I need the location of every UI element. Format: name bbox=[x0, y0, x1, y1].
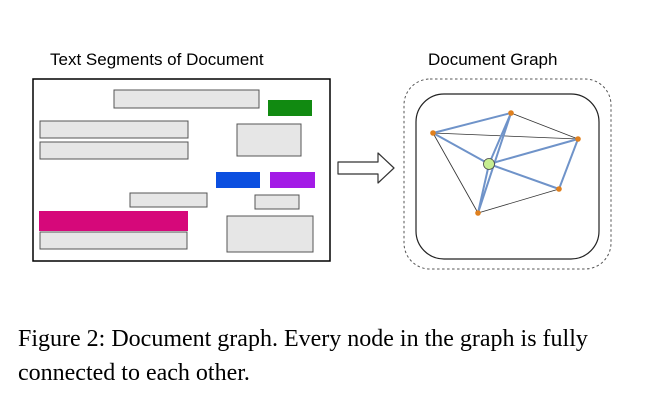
text-segment bbox=[113, 89, 260, 109]
text-segment bbox=[39, 120, 189, 139]
graph-node bbox=[508, 110, 514, 116]
right-arrow-icon bbox=[337, 152, 395, 184]
graph-center-node bbox=[483, 158, 495, 170]
colored-segment-green bbox=[268, 100, 312, 116]
graph-edge-strong bbox=[558, 138, 579, 190]
graph-edge bbox=[477, 188, 560, 214]
colored-segment-purple bbox=[270, 172, 315, 188]
text-segment bbox=[226, 215, 314, 253]
graph-node bbox=[556, 186, 562, 192]
text-segment bbox=[236, 123, 302, 157]
graph-nodes bbox=[430, 110, 581, 216]
text-segment bbox=[129, 192, 208, 208]
graph-edge-strong bbox=[488, 163, 560, 190]
text-segments-title: Text Segments of Document bbox=[50, 50, 264, 69]
text-segment bbox=[254, 194, 300, 210]
document-graph-title: Document Graph bbox=[428, 50, 558, 69]
text-segment bbox=[39, 231, 188, 250]
graph-node bbox=[575, 136, 581, 142]
graph-edge bbox=[510, 112, 579, 140]
graph-edge bbox=[432, 132, 479, 214]
graph-edge-strong bbox=[432, 112, 512, 134]
graph-edge bbox=[432, 132, 579, 140]
colored-segment-blue bbox=[216, 172, 260, 188]
figure-caption: Figure 2: Document graph. Every node in … bbox=[18, 326, 588, 386]
graph-edge-strong bbox=[488, 138, 579, 165]
graph-node bbox=[430, 130, 436, 136]
graph-inner-frame bbox=[415, 93, 600, 260]
graph-edge-strong bbox=[432, 132, 490, 165]
colored-segment-magenta bbox=[39, 211, 188, 231]
graph-node bbox=[475, 210, 481, 216]
graph-outer-dashed-frame bbox=[403, 78, 612, 270]
text-segment bbox=[39, 141, 189, 160]
